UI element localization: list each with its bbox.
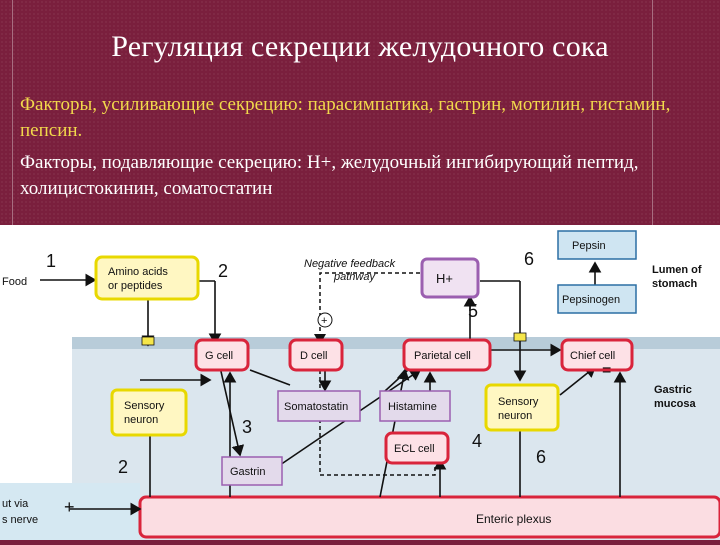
sensory-left-label-1: Sensory — [124, 400, 165, 412]
gastrin-label: Gastrin — [230, 466, 265, 478]
parietal-cell-box — [402, 338, 492, 372]
d-cell-label: D cell — [300, 350, 328, 362]
plus-circle-icon — [317, 312, 333, 328]
g-cell-label: G cell — [205, 350, 233, 362]
step-number-1: 1 — [46, 251, 56, 271]
h-plus-label: H+ — [436, 271, 453, 286]
ecl-cell-box — [384, 431, 450, 465]
step-number-2b: 2 — [118, 457, 128, 477]
plus-big-label: + — [64, 497, 75, 517]
histamine-box — [379, 390, 451, 422]
parietal-cell-label: Parietal cell — [414, 350, 471, 362]
feedback-dashed-lines — [314, 272, 436, 476]
enhancing-factors-text: Факторы, усиливающие секрецию: парасимпа… — [20, 94, 671, 141]
sensory-right-label-1: Sensory — [498, 396, 539, 408]
food-label: Food — [2, 276, 27, 288]
minus-label: = — [602, 362, 611, 379]
gastric-secretion-diagram: Enteric plexus Amino acids or pepti — [0, 225, 720, 540]
pepsin-box — [557, 230, 637, 260]
sensory-neuron-right-box — [484, 383, 560, 432]
lumen-label-2: stomach — [652, 278, 698, 290]
histamine-label: Histamine — [388, 401, 437, 413]
amino-acids-label-1: Amino acids — [108, 266, 168, 278]
g-cell-box — [194, 338, 250, 372]
d-cell-box — [288, 338, 344, 372]
suppressing-factors-text: Факторы, подавляющие секрецию: Н+, желуд… — [20, 152, 639, 199]
chief-cell-label: Chief cell — [570, 350, 615, 362]
enteric-plexus-box — [138, 495, 720, 539]
mucosa-label-2: mucosa — [654, 398, 696, 410]
mucosa-border — [0, 337, 720, 349]
step-number-6a: 6 — [524, 249, 534, 269]
step-number-3: 3 — [242, 417, 252, 437]
mucosa-label-1: Gastric — [654, 384, 692, 396]
sensory-left-label-2: neuron — [124, 414, 158, 426]
lumen-label-1: Lumen of — [652, 264, 702, 276]
plus-small-label: + — [321, 315, 327, 327]
sensory-right-label-2: neuron — [498, 410, 532, 422]
input-nerve-label-2: s nerve — [2, 514, 38, 526]
input-nerve-label-1: ut via — [2, 498, 29, 510]
amino-acids-box — [94, 255, 200, 301]
feedback-label-1: Negative feedback — [304, 258, 396, 270]
enteric-plexus-label: Enteric plexus — [476, 512, 551, 526]
frame-line-right — [652, 0, 653, 225]
pepsinogen-box — [557, 284, 637, 314]
feedback-label-2: pathway — [333, 271, 376, 283]
somatostatin-box — [277, 390, 361, 422]
receptor-left — [141, 336, 155, 346]
input-nerve-panel — [0, 483, 140, 540]
receptor-right — [513, 332, 527, 342]
gastrin-box — [221, 456, 283, 486]
step-number-6b: 6 — [536, 447, 546, 467]
frame-line-left — [12, 0, 13, 225]
diagram-svg: Enteric plexus Amino acids or pepti — [0, 225, 720, 540]
chief-cell-box — [560, 338, 634, 372]
header-background — [0, 0, 720, 225]
pepsin-label: Pepsin — [572, 240, 606, 252]
step-number-5: 5 — [468, 301, 478, 321]
connector-lines — [40, 261, 627, 516]
slide-title: Регуляция секреции желудочного сока — [111, 30, 609, 63]
h-plus-box — [420, 257, 480, 299]
sensory-neuron-left-box — [110, 388, 188, 437]
pepsinogen-label: Pepsinogen — [562, 294, 620, 306]
ecl-cell-label: ECL cell — [394, 443, 435, 455]
somatostatin-label: Somatostatin — [284, 401, 348, 413]
amino-acids-label-2: or peptides — [108, 280, 163, 292]
step-number-2a: 2 — [218, 261, 228, 281]
step-number-4: 4 — [472, 431, 482, 451]
